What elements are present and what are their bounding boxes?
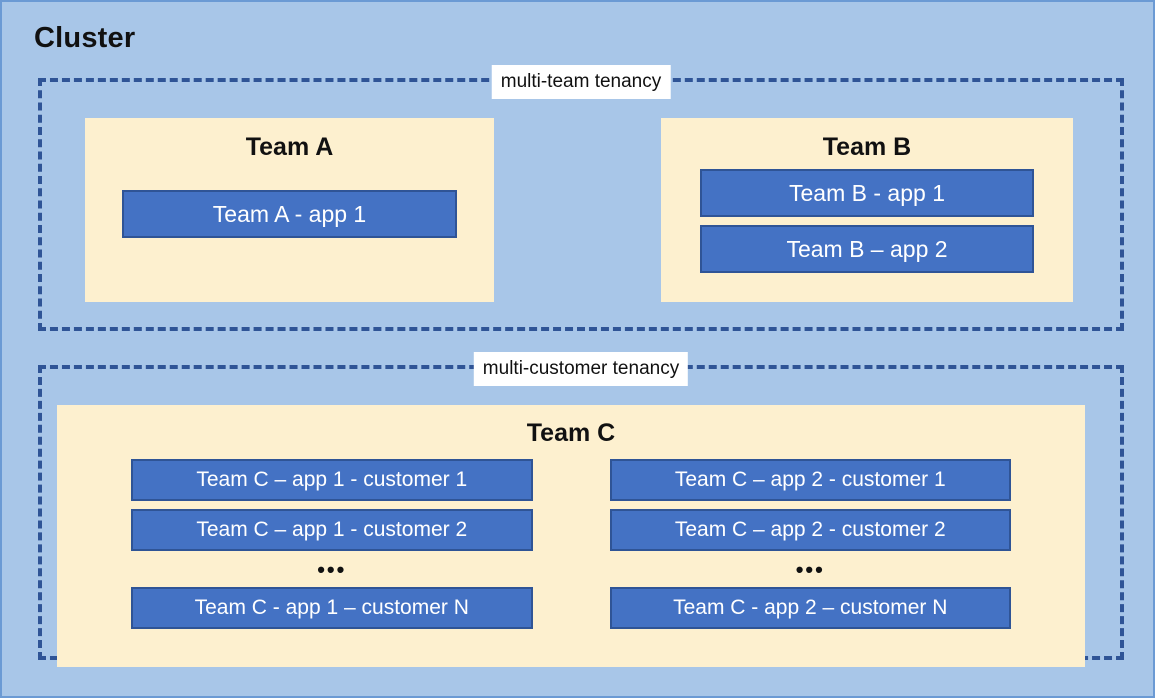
app-chip-team-c-app-1-customer-1[interactable]: Team C – app 1 - customer 1 [131,459,533,501]
team-title-team-a: Team A [245,133,334,161]
app-column-team-c-app-2: Team C – app 2 - customer 1 Team C – app… [609,459,1011,629]
tenancy-label-multi-customer: multi-customer tenancy [473,352,689,386]
app-list-team-b: Team B - app 1 Team B – app 2 [661,169,1073,273]
team-box-team-b: Team B Team B - app 1 Team B – app 2 [661,118,1073,302]
app-chip-team-c-app-2-customer-1[interactable]: Team C – app 2 - customer 1 [609,459,1011,501]
team-box-team-a: Team A Team A - app 1 [85,118,494,302]
app-column-team-c-app-1: Team C – app 1 - customer 1 Team C – app… [131,459,533,629]
app-grid-team-c: Team C – app 1 - customer 1 Team C – app… [57,459,1085,629]
app-chip-team-c-app-1-customer-n[interactable]: Team C - app 1 – customer N [131,587,533,629]
tenancy-region-multi-team: multi-team tenancy [38,65,1124,331]
page-title: Cluster [34,22,136,54]
team-title-team-b: Team B [822,133,912,161]
team-title-team-c: Team C [526,419,616,447]
app-chip-team-b-app-2[interactable]: Team B – app 2 [700,225,1034,273]
app-chip-team-c-app-2-customer-n[interactable]: Team C - app 2 – customer N [609,587,1011,629]
app-list-team-a: Team A - app 1 [85,190,494,238]
app-chip-team-c-app-2-customer-2[interactable]: Team C – app 2 - customer 2 [609,509,1011,551]
ellipsis-team-c-app-1: ••• [317,557,347,582]
tenancy-label-multi-team: multi-team tenancy [491,65,671,99]
app-chip-team-c-app-1-customer-2[interactable]: Team C – app 1 - customer 2 [131,509,533,551]
app-chip-team-a-app-1[interactable]: Team A - app 1 [122,190,457,238]
team-box-team-c: Team C Team C – app 1 - customer 1 Team … [57,405,1085,667]
ellipsis-team-c-app-2: ••• [795,557,825,582]
app-chip-team-b-app-1[interactable]: Team B - app 1 [700,169,1034,217]
